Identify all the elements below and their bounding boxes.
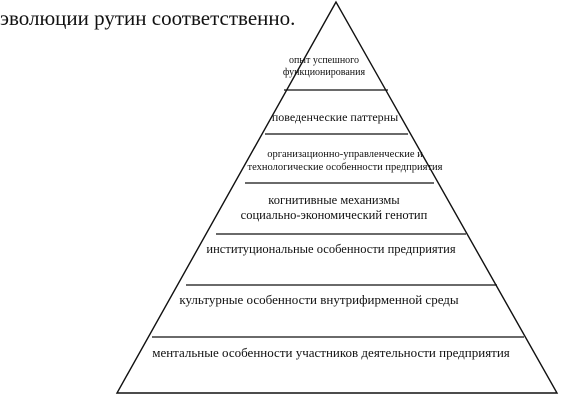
level-3-line-2: технологические особенности предприятия: [247, 162, 443, 173]
level-5-line-1: институциональные особенности предприяти…: [206, 242, 456, 256]
level-4-line-1: когнитивные механизмы: [268, 193, 400, 207]
pyramid-level-1: опыт успешного функционирования: [283, 55, 365, 79]
pyramid-level-7: ментальные особенности участников деятел…: [152, 345, 510, 361]
level-1-line-1: опыт успешного: [288, 55, 360, 66]
pyramid-level-6: культурные особенности внутрифирменной с…: [179, 292, 458, 308]
heading-text: эволюции рутин соответственно.: [0, 6, 296, 30]
level-2-line-1: поведенческие паттерны: [271, 110, 399, 124]
pyramid-level-2: поведенческие паттерны: [272, 110, 398, 124]
pyramid-level-5: институциональные особенности предприяти…: [206, 242, 455, 257]
pyramid-level-4: когнитивные механизмы социально-экономич…: [241, 193, 428, 223]
level-3-line-1: организационно-управленческие и: [267, 149, 423, 160]
pyramid-level-3: организационно-управленческие и технолог…: [248, 148, 443, 174]
level-4-line-2: социально-экономический генотип: [240, 208, 428, 222]
level-6-line-1: культурные особенности внутрифирменной с…: [179, 292, 459, 307]
pyramid-outline: [115, 0, 559, 394]
level-7-line-1: ментальные особенности участников деятел…: [152, 345, 510, 360]
level-1-line-2: функционирования: [282, 67, 366, 78]
